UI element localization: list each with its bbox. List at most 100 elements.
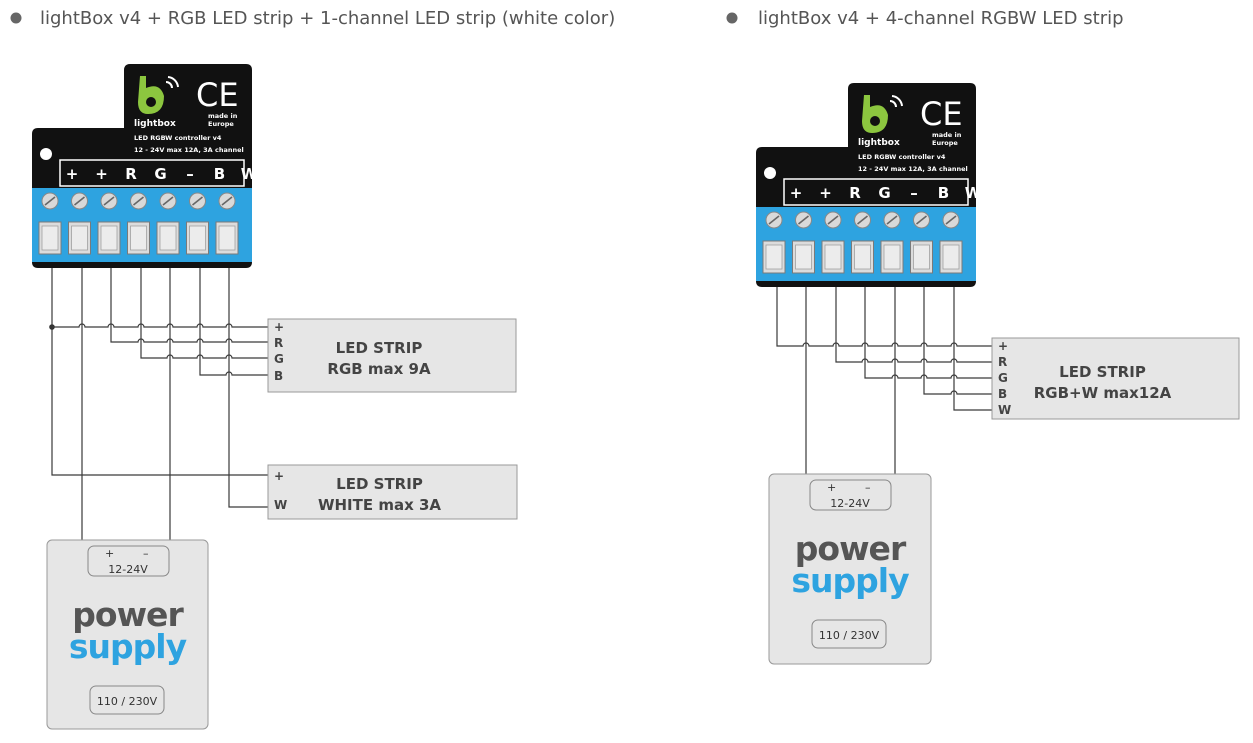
strip-rating: RGB max 9A	[327, 360, 431, 378]
output-plus: +	[827, 481, 836, 494]
model-label: LED RGBW controller v4	[134, 134, 222, 142]
made-in-label: Europe	[932, 139, 958, 147]
strip-pin-label: R	[274, 336, 283, 350]
strip-title: LED STRIP	[1059, 363, 1146, 381]
screw-slot	[133, 196, 144, 206]
screw-slot	[945, 215, 957, 225]
terminal-socket-inner	[854, 244, 871, 270]
wire-blue	[923, 285, 992, 395]
brand-label: lightbox	[134, 119, 176, 129]
terminal-socket-inner	[218, 225, 236, 251]
strip-pin-label: R	[998, 355, 1007, 369]
brand-label: lightbox	[858, 138, 900, 148]
mounting-hole	[764, 167, 776, 179]
terminal-label: –	[186, 165, 194, 183]
terminal-socket-inner	[795, 244, 812, 270]
mounting-hole	[40, 148, 52, 160]
screw-slot	[192, 196, 203, 206]
terminal-socket-inner	[824, 244, 842, 270]
terminal-label: W	[241, 165, 258, 183]
strip-pin-label: G	[274, 352, 284, 366]
screw-slot	[827, 215, 839, 225]
terminal-label: B	[214, 165, 225, 183]
diagram-title: lightBox v4 + 4-channel RGBW LED strip	[758, 8, 1124, 29]
strip-pin-label: B	[274, 369, 283, 383]
terminal-label: +	[819, 184, 832, 202]
wire-plus-white	[51, 266, 268, 476]
terminal-socket-inner	[100, 225, 118, 251]
led-strip-box	[267, 318, 517, 393]
terminal-label-box	[783, 178, 969, 206]
supply-word: supply	[791, 561, 909, 600]
input-voltage: 110 / 230V	[97, 695, 158, 708]
output-minus: –	[865, 481, 871, 494]
wireless-icon	[889, 100, 897, 108]
logo-dot	[146, 97, 156, 107]
led-strip-box	[267, 464, 518, 520]
bullet-icon	[10, 12, 22, 24]
output-label-box	[87, 545, 170, 577]
strip-pin-label: G	[998, 371, 1008, 385]
diagram-title: lightBox v4 + RGB LED strip + 1-channel …	[40, 8, 615, 29]
supply-word: supply	[69, 627, 187, 666]
wireless-icon	[167, 76, 179, 88]
output-label-box	[809, 479, 892, 511]
wires-right	[776, 285, 992, 474]
strip-rating: WHITE max 3A	[318, 496, 441, 514]
terminal-label: G	[878, 184, 890, 202]
logo-dot	[870, 116, 880, 126]
power-word: power	[72, 595, 184, 634]
terminal-label: R	[125, 165, 137, 183]
output-voltage: 12-24V	[830, 497, 870, 510]
terminal-socket-inner	[159, 225, 177, 251]
input-label-box	[811, 619, 887, 649]
output-voltage: 12-24V	[108, 563, 148, 576]
wire-green	[140, 266, 268, 359]
terminal-socket-inner	[883, 244, 901, 270]
strip-rating: RGB+W max12A	[1034, 384, 1172, 402]
led-strip-box	[991, 337, 1240, 420]
terminal-label: +	[95, 165, 108, 183]
lightbox-logo-icon	[138, 76, 179, 114]
terminal-socket-inner	[189, 225, 206, 251]
made-in-label: Europe	[208, 120, 234, 128]
led-strip: + RGB LED STRIP RGB max 9A	[267, 318, 517, 393]
terminal-socket-inner	[942, 244, 960, 270]
strip-pin-label: +	[274, 469, 284, 483]
power-supply-box	[46, 539, 209, 730]
strip-pin-label: B	[998, 387, 1007, 401]
strip-pin-label: +	[998, 339, 1008, 353]
screw-slot	[768, 215, 780, 225]
screw-slot	[221, 196, 233, 206]
power-word: power	[795, 529, 907, 568]
made-in-label: made in	[932, 131, 962, 139]
terminal-label: –	[910, 184, 918, 202]
terminal-socket-inner	[765, 244, 783, 270]
terminal-label: +	[790, 184, 803, 202]
terminal-socket-inner	[71, 225, 88, 251]
input-label-box	[89, 685, 165, 715]
wire-white	[953, 285, 992, 411]
screw-slot	[886, 215, 898, 225]
screw-slot	[44, 196, 56, 206]
spec-label: 12 - 24V max 12A, 3A channel	[134, 146, 244, 154]
lightbox-logo-icon	[862, 95, 903, 133]
terminal-label-box	[59, 159, 245, 187]
terminal-label: G	[154, 165, 166, 183]
output-plus: +	[105, 547, 114, 560]
model-label: LED RGBW controller v4	[858, 153, 946, 161]
wire-white	[228, 266, 268, 508]
strip-title: LED STRIP	[336, 475, 423, 493]
wire-plus-strip	[776, 285, 992, 347]
wire-red	[110, 266, 268, 343]
wire-plus-rgb	[52, 323, 268, 328]
strip-pin-label: +	[274, 320, 284, 334]
strip-title: LED STRIP	[336, 339, 423, 357]
terminal-label: W	[965, 184, 982, 202]
terminal-socket-inner	[41, 225, 59, 251]
